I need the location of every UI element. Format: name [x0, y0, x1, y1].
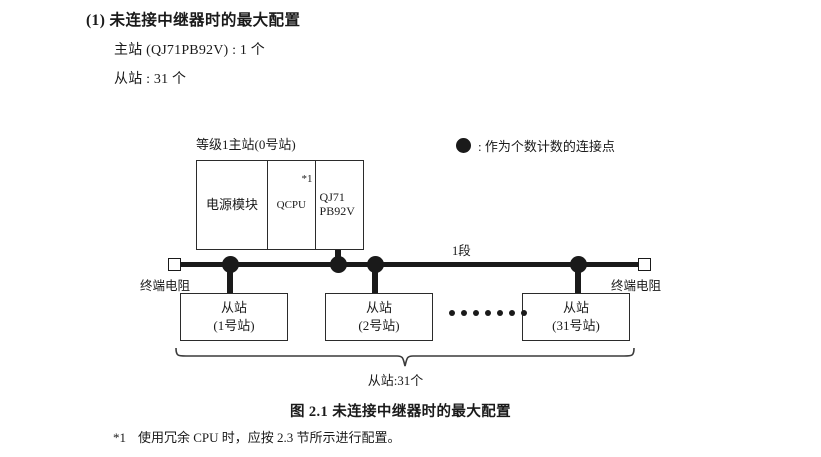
power-module-label: 电源模块 [206, 196, 259, 212]
slave-group-caption: 从站:31个 [367, 373, 424, 388]
slave-station-title: 从站 [220, 300, 247, 316]
section-heading-block: (1) 未连接中继器时的最大配置 主站 (QJ71PB92V) : 1 个 从站… [86, 8, 300, 88]
footnote: *1 使用冗余 CPU 时，应按 2.3 节所示进行配置。 [113, 427, 401, 446]
page-title: (1) 未连接中继器时的最大配置 [86, 12, 301, 29]
footnote-mark: *1 [113, 430, 126, 445]
master-module-rack: 电源模块 QCPU *1 QJ71 PB92V [196, 160, 364, 250]
segment-label: 1段 [452, 244, 471, 258]
bus-trunk-line [178, 262, 644, 267]
slave-station-box: 从站 (1号站) [180, 293, 288, 341]
slave-station-box: 从站 (31号站) [522, 293, 630, 341]
connection-dot [570, 256, 587, 273]
slave-station-box: 从站 (2号站) [325, 293, 433, 341]
cpu-module-cell: QCPU *1 [268, 161, 316, 249]
network-module-label-line1: QJ71 [319, 190, 345, 205]
slave-drop-line [372, 266, 378, 294]
cpu-footnote-mark: *1 [301, 173, 313, 185]
power-module-cell: 电源模块 [197, 161, 269, 249]
heading-sub-line-slave: 从站 : 31 个 [114, 72, 187, 87]
terminal-resistor-right-icon [638, 258, 651, 271]
master-station-label: 等级1主站(0号站) [196, 137, 296, 152]
slave-station-number: (1号站) [213, 318, 255, 333]
slave-group-brace [175, 347, 635, 367]
terminal-resistor-left-label: 终端电阻 [140, 279, 191, 293]
footnote-text: 使用冗余 CPU 时，应按 2.3 节所示进行配置。 [138, 430, 401, 445]
slave-station-title: 从站 [562, 300, 589, 316]
ellipsis-dots [449, 310, 527, 316]
terminal-resistor-right-label: 终端电阻 [611, 279, 662, 293]
connection-dot [367, 256, 384, 273]
filled-circle-icon [456, 138, 471, 153]
heading-sub-line-master: 主站 (QJ71PB92V) : 1 个 [114, 43, 266, 58]
slave-drop-line [575, 266, 581, 294]
slave-drop-line [227, 266, 233, 294]
network-module-cell: QJ71 PB92V [316, 161, 363, 249]
connection-dot [222, 256, 239, 273]
slave-station-title: 从站 [365, 300, 392, 316]
legend: : 作为个数计数的连接点 [456, 136, 615, 155]
slave-station-number: (31号站) [552, 318, 600, 333]
connection-dot [330, 256, 347, 273]
network-module-label-line2: PB92V [319, 204, 355, 218]
cpu-module-label: QCPU [276, 198, 306, 211]
slave-station-number: (2号站) [358, 318, 400, 333]
terminal-resistor-left-icon [168, 258, 181, 271]
legend-label: : 作为个数计数的连接点 [478, 139, 615, 154]
figure-caption: 图 2.1 未连接中继器时的最大配置 [289, 404, 512, 420]
